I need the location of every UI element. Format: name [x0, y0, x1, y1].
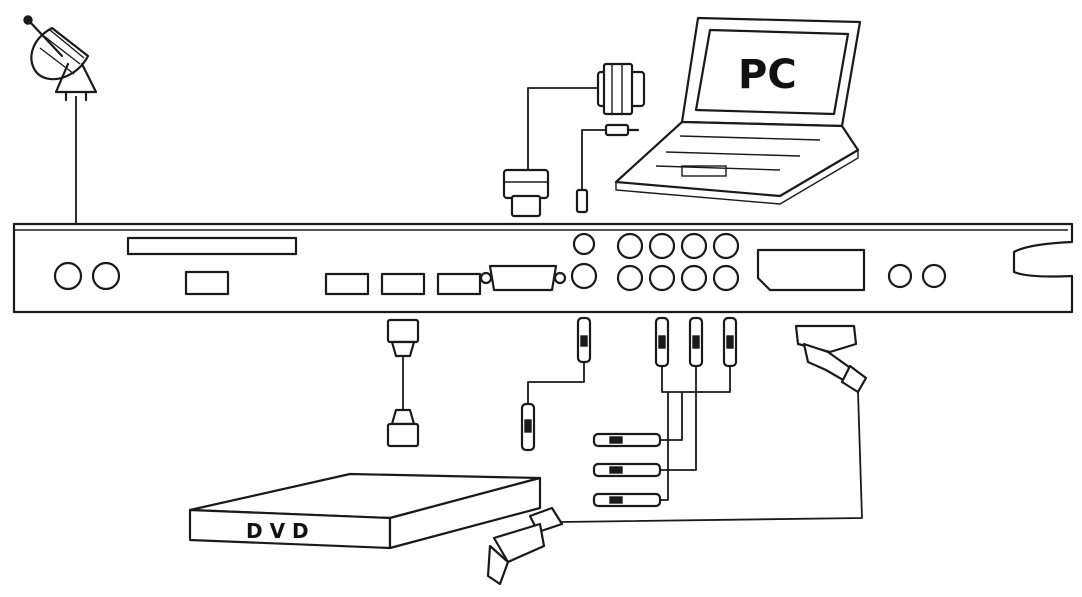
- rca-port-grid-icon[interactable]: [616, 232, 740, 292]
- hdmi-port-3[interactable]: [436, 272, 482, 296]
- rca-plugs-triple-top-icon: [654, 316, 738, 368]
- pc-label: PC: [738, 52, 797, 98]
- scart-plug-top-icon: [794, 324, 868, 394]
- hdmi-plug-bottom-icon: [386, 408, 420, 448]
- audio-cable-pc: [581, 129, 606, 190]
- pc-audio-port[interactable]: [572, 232, 596, 256]
- dvd-player-icon: [188, 472, 542, 550]
- vga-cable: [527, 87, 598, 170]
- scart-plug-bottom-icon: [486, 506, 564, 586]
- audio-cable-av: [527, 362, 585, 404]
- vga-plug-bottom-icon: [502, 168, 550, 218]
- rca-plug-single-top-icon: [576, 316, 592, 364]
- ci-card-slot: [126, 236, 298, 256]
- rf-antenna-port-icon: [53, 261, 121, 291]
- component-cable: [660, 366, 731, 501]
- rca-plugs-triple-side-icon: [592, 432, 662, 508]
- service-port: [184, 270, 230, 296]
- laptop-pc-icon: [614, 16, 862, 205]
- headphone-ports-icon[interactable]: [887, 263, 947, 289]
- av-audio-port[interactable]: [570, 262, 598, 290]
- scart-port[interactable]: [756, 248, 866, 292]
- scart-cable: [559, 391, 863, 523]
- satellite-dish-icon: [23, 15, 98, 102]
- hdmi-plug-top-icon: [386, 318, 420, 358]
- vga-port-icon[interactable]: [479, 264, 567, 292]
- rca-plug-single-bottom-icon: [520, 402, 536, 452]
- hdmi-port-2[interactable]: [380, 272, 426, 296]
- vga-plug-top-icon: [596, 62, 646, 116]
- audio-jack-pc-icon: [575, 123, 640, 214]
- hdmi-port-1[interactable]: [324, 272, 370, 296]
- dvd-label: D V D: [246, 519, 309, 543]
